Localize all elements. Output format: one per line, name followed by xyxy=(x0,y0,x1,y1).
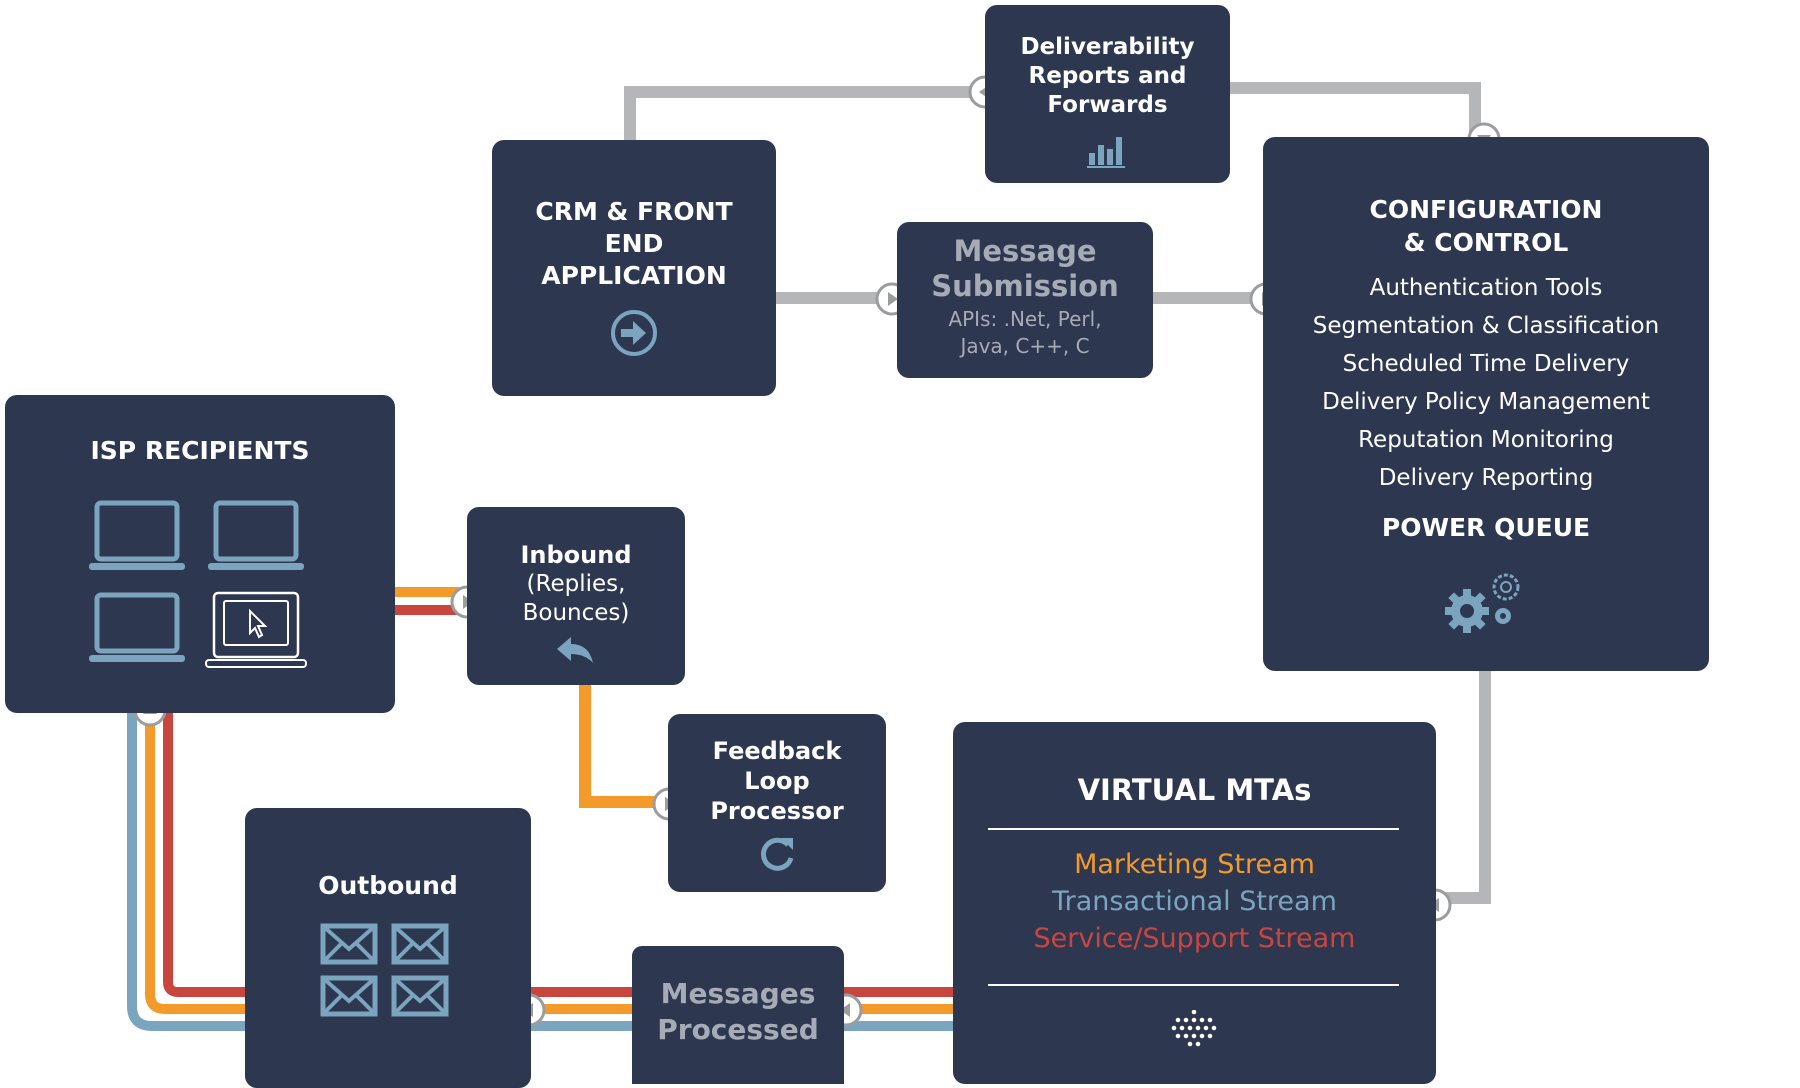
submission-title: Message Submission xyxy=(931,234,1119,303)
connector-config-to-vmta xyxy=(1435,668,1491,904)
inbound-box: Inbound (Replies, Bounces) xyxy=(467,507,685,685)
power-queue-label: POWER QUEUE xyxy=(1381,513,1591,542)
stream-marketing: Marketing Stream xyxy=(1074,849,1315,880)
vmta-stream-list: Marketing Stream Transactional Stream Se… xyxy=(953,846,1436,957)
inbound-subtitle: (Replies, Bounces) xyxy=(522,571,630,626)
outbound-title: Outbound xyxy=(318,871,458,900)
laptop-cursor-icon xyxy=(205,591,307,668)
laptop-icon xyxy=(208,500,304,570)
config-feature: Delivery Policy Management xyxy=(1322,389,1650,415)
vmta-divider-top xyxy=(988,828,1399,830)
envelope-icon xyxy=(391,975,449,1017)
config-feature: Authentication Tools xyxy=(1369,275,1603,301)
submission-box: Message Submission APIs: .Net, Perl, Jav… xyxy=(897,222,1153,378)
isp-box: ISP RECIPIENTS xyxy=(5,395,395,713)
crm-box: CRM & FRONT END APPLICATION xyxy=(492,140,776,396)
connector-outbound-to-isp-blue xyxy=(127,708,245,1031)
connector-deliverability-to-crm xyxy=(624,86,985,140)
crm-title: CRM & FRONT END APPLICATION xyxy=(535,197,733,290)
arrow-right-circle-icon xyxy=(611,310,657,356)
processed-title: Messages Processed xyxy=(657,977,819,1046)
connector-inbound-to-feedback xyxy=(579,685,668,808)
envelope-icon xyxy=(320,923,378,965)
vmta-title: VIRTUAL MTAs xyxy=(1077,773,1312,807)
laptop-icon xyxy=(89,592,185,662)
vmta-divider-bottom xyxy=(988,984,1399,986)
vmta-box: VIRTUAL MTAs Marketing Stream Transactio… xyxy=(953,722,1436,1084)
gears-icon xyxy=(1445,573,1520,633)
submission-subtitle: APIs: .Net, Perl, Java, C++, C xyxy=(948,307,1102,358)
connector-outbound-to-isp-red xyxy=(163,708,245,997)
isp-title: ISP RECIPIENTS xyxy=(90,436,310,465)
config-feature: Delivery Reporting xyxy=(1378,465,1594,491)
config-feature: Reputation Monitoring xyxy=(1358,427,1614,453)
feedback-title: Feedback Loop Processor xyxy=(710,737,844,825)
stream-transactional: Transactional Stream xyxy=(1052,886,1337,917)
refresh-icon xyxy=(761,837,794,871)
deliverability-title: Deliverability Reports and Forwards xyxy=(1020,34,1195,118)
outbound-box: Outbound xyxy=(245,808,531,1088)
config-feature: Segmentation & Classification xyxy=(1312,313,1660,339)
connector-outbound-to-isp-orange xyxy=(145,708,245,1014)
envelope-icon xyxy=(320,975,378,1017)
envelope-icon xyxy=(391,923,449,965)
config-title: CONFIGURATION & CONTROL xyxy=(1369,195,1603,257)
inbound-title: Inbound xyxy=(520,541,632,569)
config-box: CONFIGURATION & CONTROL Authentication T… xyxy=(1263,137,1709,671)
feedback-box: Feedback Loop Processor xyxy=(668,714,886,892)
connector-deliverability-to-config xyxy=(1225,82,1481,138)
config-feature: Scheduled Time Delivery xyxy=(1342,351,1630,377)
processed-box: Messages Processed xyxy=(632,946,844,1084)
config-feature-list: Authentication Tools Segmentation & Clas… xyxy=(1263,269,1709,497)
stream-service-support: Service/Support Stream xyxy=(1033,923,1356,954)
bar-chart-icon xyxy=(1087,137,1125,168)
deliverability-box: Deliverability Reports and Forwards xyxy=(985,5,1230,183)
reply-arrow-icon xyxy=(557,637,593,663)
dots-grid-icon xyxy=(1171,1010,1217,1047)
laptop-icon xyxy=(89,500,185,570)
